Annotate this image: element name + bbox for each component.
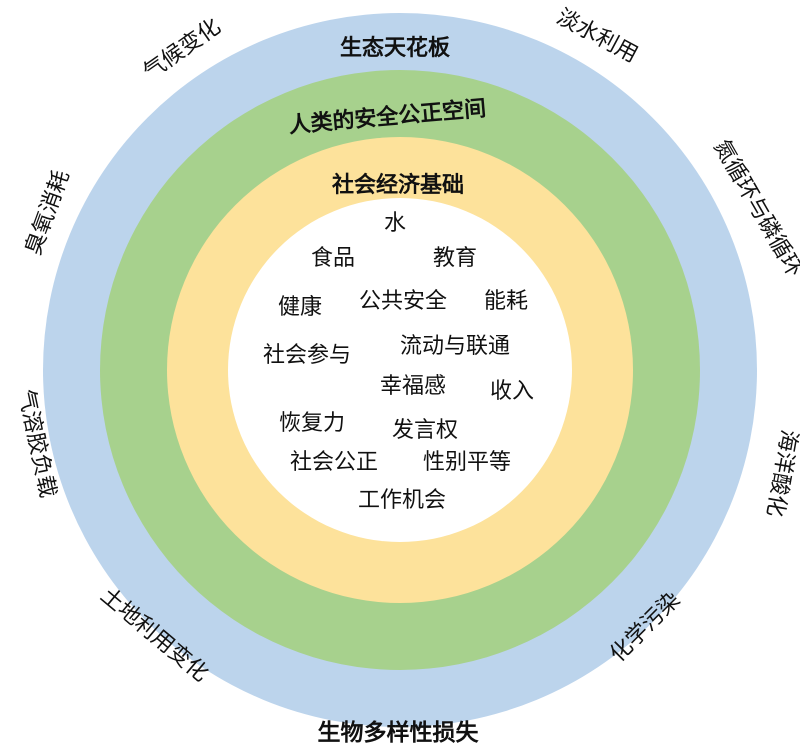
- foundation-water: 水: [384, 211, 406, 236]
- foundation-health: 健康: [278, 295, 322, 320]
- foundation-mobility: 流动与联通: [400, 334, 510, 359]
- foundation-education: 教育: [433, 246, 477, 271]
- social-foundation-title: 社会经济基础: [332, 172, 464, 198]
- ecological-ceiling-title: 生态天花板: [340, 35, 451, 61]
- foundation-food: 食品: [311, 246, 355, 271]
- foundation-security: 公共安全: [359, 289, 447, 314]
- foundation-happiness: 幸福感: [380, 374, 446, 399]
- boundary-biodiversity: 生物多样性损失: [318, 719, 480, 746]
- foundation-voice: 发言权: [392, 418, 458, 443]
- foundation-justice: 社会公正: [290, 450, 378, 475]
- foundation-energy: 能耗: [484, 289, 528, 314]
- foundation-income: 收入: [490, 379, 534, 404]
- core-circle: [228, 198, 572, 542]
- foundation-gender: 性别平等: [423, 450, 511, 475]
- foundation-resilience: 恢复力: [279, 411, 345, 436]
- boundary-ocean: 海洋酸化: [761, 428, 800, 519]
- foundation-participation: 社会参与: [263, 343, 351, 368]
- foundation-jobs: 工作机会: [358, 488, 446, 513]
